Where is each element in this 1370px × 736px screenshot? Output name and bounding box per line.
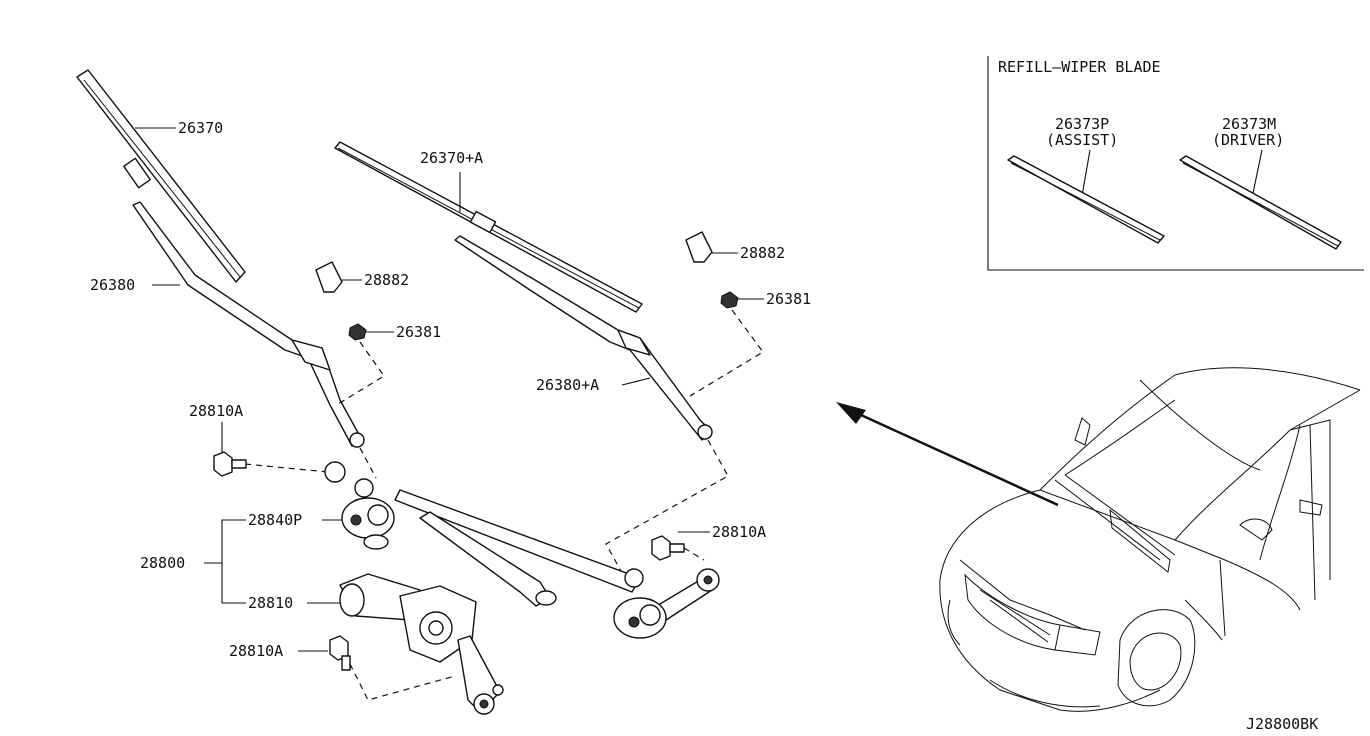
label-28810A-bottom: 28810A (229, 642, 283, 660)
leader-26380A (621, 377, 651, 386)
label-28800: 28800 (140, 554, 185, 572)
pivot-nut-left[interactable] (348, 323, 367, 341)
leader-26373M (1251, 149, 1263, 199)
refill-driver-note: (DRIVER) (1212, 131, 1284, 149)
label-28810: 28810 (248, 594, 293, 612)
refill-assist-blade[interactable] (1007, 155, 1165, 244)
location-arrow (836, 402, 1059, 507)
label-28840P: 28840P (248, 511, 302, 529)
refill-box-border (987, 56, 1364, 271)
label-26381-right: 26381 (766, 290, 811, 308)
refill-assist-part-number: 26373P (1055, 115, 1109, 133)
pivot-cap-right[interactable] (685, 231, 713, 263)
assembly-line-right-nut (689, 309, 764, 397)
assembly-line-right-arm (605, 439, 729, 581)
diagram-code: J28800BK (1246, 715, 1318, 733)
assembly-line-bolt-bottom (349, 663, 456, 701)
pivot-cap-left[interactable] (315, 261, 343, 293)
label-26380: 26380 (90, 276, 135, 294)
car-illustration (939, 367, 1361, 712)
label-28810A-top: 28810A (189, 402, 243, 420)
bolt-right[interactable] (651, 535, 685, 561)
wiper-blade-left[interactable] (76, 69, 246, 283)
refill-driver-blade[interactable] (1179, 155, 1342, 250)
label-28810A-right: 28810A (712, 523, 766, 541)
wiper-arm-right[interactable] (454, 235, 713, 441)
label-26381-left: 26381 (396, 323, 441, 341)
refill-assist-note: (ASSIST) (1046, 131, 1118, 149)
pivot-nut-right[interactable] (720, 291, 739, 309)
wiper-blade-right[interactable] (334, 141, 643, 313)
label-28882-right: 28882 (740, 244, 785, 262)
wiper-motor[interactable] (339, 573, 504, 715)
leader-26373P (1081, 149, 1091, 197)
refill-driver-part-number: 26373M (1222, 115, 1276, 133)
bolt-bottom[interactable] (329, 635, 351, 671)
wiper-linkage[interactable] (324, 461, 720, 639)
wiper-arm-left[interactable] (132, 201, 365, 448)
label-26370A: 26370+A (420, 149, 483, 167)
assembly-line-bolt-right (683, 547, 705, 561)
refill-box-title: REFILL–WIPER BLADE (998, 58, 1161, 76)
assembly-line-left-arm (359, 447, 377, 479)
bracket-28800 (221, 519, 246, 604)
bolt-top[interactable] (213, 451, 247, 477)
label-26380A: 26380+A (536, 376, 599, 394)
refill-wiper-blade-inset: REFILL–WIPER BLADE 26373P (ASSIST) 26373… (987, 56, 1364, 271)
label-28882-left: 28882 (364, 271, 409, 289)
assembly-line-bolt-top (244, 463, 329, 473)
assembly-line-left-nut (337, 341, 385, 405)
label-26370: 26370 (178, 119, 223, 137)
